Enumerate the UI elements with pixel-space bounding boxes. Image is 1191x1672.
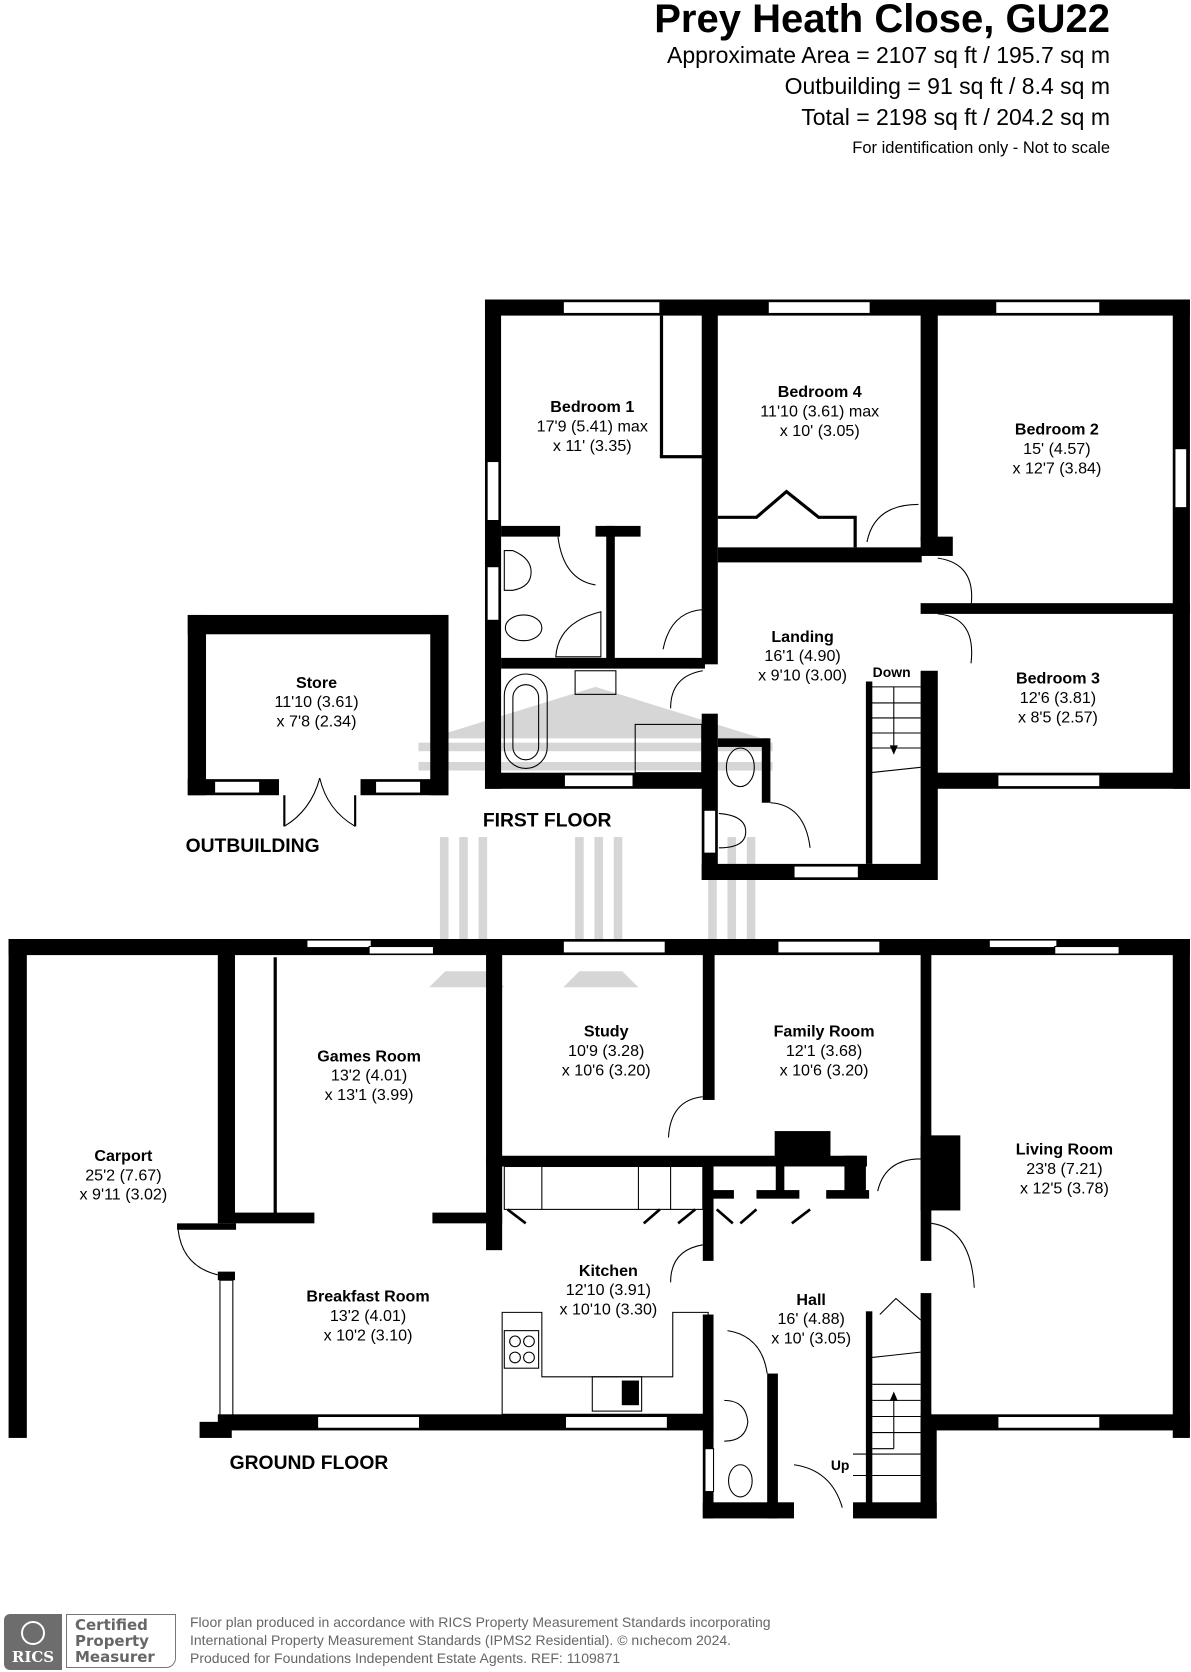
room-labels: Bedroom 1 17'9 (5.41) max x 11' (3.35) B… xyxy=(80,383,1114,1473)
room-landing: Landing xyxy=(771,628,834,646)
stairs-up-label: Up xyxy=(831,1457,850,1473)
room-store-dim1: 11'10 (3.61) xyxy=(274,693,358,711)
plan-header: Prey Heath Close, GU22 Approximate Area … xyxy=(654,0,1110,161)
room-bedroom-2: Bedroom 2 xyxy=(1015,421,1099,439)
total-area: Total = 2198 sq ft / 204.2 sq m xyxy=(801,104,1110,130)
room-games-room-dim2: x 13'1 (3.99) xyxy=(325,1086,414,1104)
room-bedroom-2-dim2: x 12'7 (3.84) xyxy=(1012,459,1101,477)
footer-line-2: International Property Measurement Stand… xyxy=(190,1632,732,1648)
room-breakfast-room-dim2: x 10'2 (3.10) xyxy=(324,1326,413,1344)
room-store-dim2: x 7'8 (2.34) xyxy=(277,713,357,731)
ground-floor-fixtures xyxy=(177,1096,975,1508)
room-store: Store xyxy=(296,674,337,692)
room-breakfast-room: Breakfast Room xyxy=(306,1288,429,1306)
room-hall-dim1: 16' (4.88) xyxy=(777,1310,844,1328)
room-bedroom-2-dim1: 15' (4.57) xyxy=(1023,440,1090,458)
first-floor-label: FIRST FLOOR xyxy=(483,810,612,831)
approximate-area: Approximate Area = 2107 sq ft / 195.7 sq… xyxy=(666,42,1110,68)
certified-property-measurer-badge: Certified Property Measurer xyxy=(66,1614,176,1668)
room-bedroom-1: Bedroom 1 xyxy=(550,398,634,416)
room-kitchen-dim1: 12'10 (3.91) xyxy=(566,1281,651,1299)
room-study: Study xyxy=(584,1023,629,1041)
room-bedroom-4: Bedroom 4 xyxy=(778,383,862,401)
property-title: Prey Heath Close, GU22 xyxy=(654,0,1110,41)
floor-labels: FIRST FLOOR OUTBUILDING GROUND FLOOR xyxy=(186,810,612,1474)
lion-crest-icon xyxy=(21,1621,45,1645)
room-hall-dim2: x 10' (3.05) xyxy=(771,1330,851,1348)
outbuilding-area: Outbuilding = 91 sq ft / 8.4 sq m xyxy=(784,73,1110,99)
room-carport: Carport xyxy=(94,1147,153,1165)
room-bedroom-4-dim2: x 10' (3.05) xyxy=(780,422,860,440)
footer-disclaimer: Floor plan produced in accordance with R… xyxy=(190,1613,771,1667)
room-family-room: Family Room xyxy=(774,1023,875,1041)
room-carport-dim1: 25'2 (7.67) xyxy=(85,1166,161,1184)
stairs-down-label: Down xyxy=(873,664,911,680)
first-floor-walls xyxy=(484,299,1190,880)
room-carport-dim2: x 9'11 (3.02) xyxy=(80,1186,168,1204)
scale-note: For identification only - Not to scale xyxy=(852,139,1110,157)
room-bedroom-1-dim2: x 11' (3.35) xyxy=(553,437,632,455)
room-study-dim2: x 10'6 (3.20) xyxy=(562,1061,651,1079)
room-study-dim1: 10'9 (3.28) xyxy=(568,1042,644,1060)
room-landing-dim2: x 9'10 (3.00) xyxy=(758,666,847,684)
room-living-room: Living Room xyxy=(1016,1141,1113,1159)
stairs-up xyxy=(853,1351,921,1477)
room-bedroom-3-dim1: 12'6 (3.81) xyxy=(1020,689,1096,707)
room-family-room-dim2: x 10'6 (3.20) xyxy=(780,1061,869,1079)
room-bedroom-3: Bedroom 3 xyxy=(1016,670,1100,688)
room-kitchen-dim2: x 10'10 (3.30) xyxy=(559,1301,657,1319)
rics-logo: RICS xyxy=(4,1614,62,1670)
room-hall: Hall xyxy=(796,1291,826,1309)
outbuilding-label: OUTBUILDING xyxy=(186,836,320,857)
stairs-down xyxy=(870,686,921,774)
rics-logo-text: RICS xyxy=(11,1648,55,1666)
ground-floor-walls xyxy=(8,939,1190,1519)
outbuilding-walls xyxy=(187,614,449,827)
cert-line-3: Measurer xyxy=(75,1648,155,1666)
room-kitchen: Kitchen xyxy=(579,1262,638,1280)
room-breakfast-room-dim1: 13'2 (4.01) xyxy=(330,1307,406,1325)
room-family-room-dim1: 12'1 (3.68) xyxy=(786,1042,862,1060)
first-floor-fixtures xyxy=(503,503,973,849)
footer: RICS Certified Property Measurer Floor p… xyxy=(0,1612,1191,1670)
room-bedroom-3-dim2: x 8'5 (2.57) xyxy=(1018,708,1098,726)
footer-line-1: Floor plan produced in accordance with R… xyxy=(190,1614,771,1630)
cert-line-1: Certified xyxy=(75,1616,148,1634)
footer-line-3: Produced for Foundations Independent Est… xyxy=(190,1650,621,1666)
ground-floor-label: GROUND FLOOR xyxy=(230,1453,389,1474)
room-games-room-dim1: 13'2 (4.01) xyxy=(331,1067,407,1085)
room-bedroom-4-dim1: 11'10 (3.61) max xyxy=(760,402,879,420)
cert-line-2: Property xyxy=(75,1632,149,1650)
room-living-room-dim2: x 12'5 (3.78) xyxy=(1020,1179,1109,1197)
room-living-room-dim1: 23'8 (7.21) xyxy=(1026,1160,1102,1178)
room-games-room: Games Room xyxy=(317,1047,421,1065)
room-bedroom-1-dim1: 17'9 (5.41) max xyxy=(537,417,648,435)
room-landing-dim1: 16'1 (4.90) xyxy=(764,647,840,665)
